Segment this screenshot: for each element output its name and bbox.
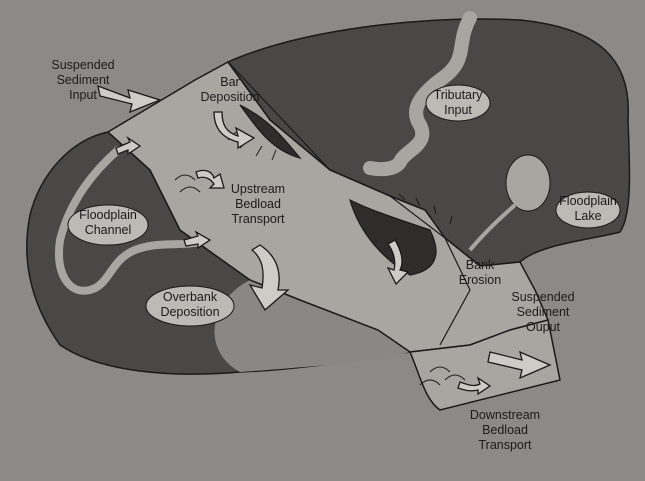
label-floodplain-channel: Floodplain Channel xyxy=(68,208,148,238)
label-downstream-bedload-transport: Downstream Bedload Transport xyxy=(450,408,560,453)
label-bar-deposition: Bar Deposition xyxy=(190,75,270,105)
label-suspended-sediment-input: Suspended Sediment Input xyxy=(38,58,128,103)
label-suspended-sediment-output: Suspended Sediment Ouput xyxy=(498,290,588,335)
label-floodplain-lake: Floodplain Lake xyxy=(550,194,626,224)
label-overbank-deposition: Overbank Deposition xyxy=(144,290,236,320)
label-tributary-input: Tributary Input xyxy=(418,88,498,118)
label-upstream-bedload-transport: Upstream Bedload Transport xyxy=(208,182,308,227)
label-bank-erosion: Bank Erosion xyxy=(445,258,515,288)
floodplain-lake xyxy=(506,155,550,211)
